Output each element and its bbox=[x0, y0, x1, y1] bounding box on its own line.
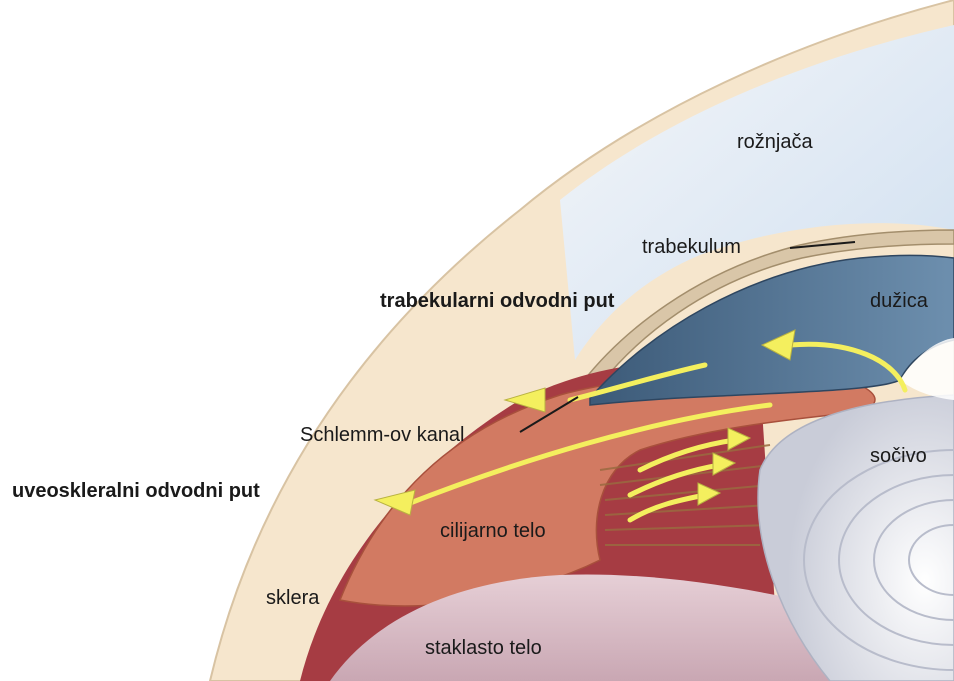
lens-label: sočivo bbox=[870, 445, 927, 468]
sclera-label: sklera bbox=[266, 587, 319, 610]
vitreous-label: staklasto telo bbox=[425, 637, 542, 660]
trabecular-path-label: trabekularni odvodni put bbox=[380, 290, 614, 313]
iris-label: dužica bbox=[870, 290, 928, 313]
cornea-label: rožnjača bbox=[737, 131, 813, 154]
schlemm-canal-label: Schlemm-ov kanal bbox=[300, 424, 465, 447]
trabeculum-label: trabekulum bbox=[642, 236, 741, 259]
uveoscleral-path-label: uveoskleralni odvodni put bbox=[12, 480, 260, 503]
ciliary-body-label: cilijarno telo bbox=[440, 520, 546, 543]
